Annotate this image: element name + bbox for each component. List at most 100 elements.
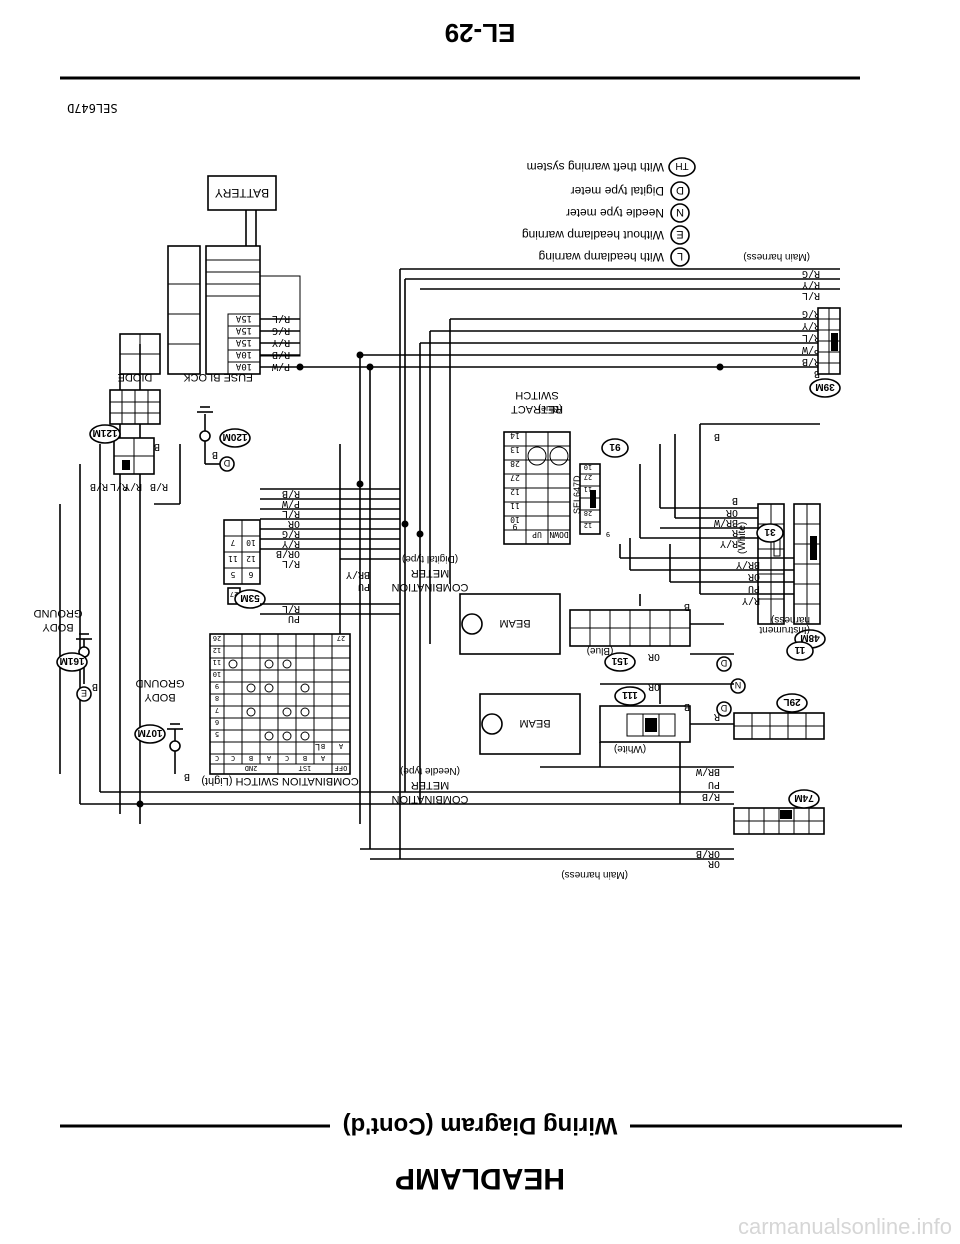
pin-label: 9 — [215, 682, 219, 690]
battery-label: BATTERY — [215, 186, 269, 200]
wire-label: OR — [647, 651, 660, 662]
wire-label: R/L — [802, 332, 820, 343]
marker: D — [223, 458, 230, 468]
pin-label: 11 — [213, 658, 221, 666]
pin-label: A — [266, 754, 271, 762]
blue-label: (Blue) — [587, 645, 614, 656]
wire-label: B — [732, 495, 738, 506]
wire-label: R/Y — [124, 481, 142, 492]
legend-symbol: L — [677, 250, 683, 262]
pin-label: 6 — [215, 718, 219, 726]
pin-label: A — [320, 754, 325, 762]
beam-label: BEAM — [499, 617, 530, 629]
connector-id: 48M — [800, 632, 819, 643]
wire-label: R/L — [802, 290, 820, 301]
connector-120m: 120M — [197, 406, 251, 472]
pin-label: 12 — [510, 487, 520, 496]
wire-label: R/G — [282, 528, 300, 539]
wire-label: R/Y — [802, 320, 820, 331]
legend-text: Digital type meter — [571, 184, 664, 198]
wire-label: BR/W — [713, 517, 738, 528]
wire-label: B — [184, 771, 190, 782]
wire-label: R/B — [282, 488, 300, 499]
pin-label: 7 — [230, 538, 235, 547]
wire-label: PU — [358, 581, 370, 592]
connector-id: 120M — [222, 431, 247, 442]
diode-label: DIODE — [118, 371, 153, 383]
wire-label: R/L — [282, 508, 300, 519]
fuse-rating: 10A — [235, 349, 252, 359]
fuse-rating: 10A — [235, 361, 252, 371]
connector-39m: 39M — [809, 307, 841, 398]
pin-label: 1ST — [298, 764, 311, 772]
pin-label: 8 — [215, 694, 219, 702]
legend-item: TH With theft warning system — [527, 157, 696, 177]
pin-label: B — [321, 742, 325, 750]
pin-label: 12 — [584, 521, 592, 529]
body-ground-label: GROUND — [136, 677, 185, 689]
pin-label: UP — [532, 530, 542, 539]
watermark: carmanualsonline.info — [737, 1214, 952, 1239]
fuse-block: 10A 10A 15A 15A 15A FUSE BLOCK — [119, 245, 301, 383]
connector-id: 74M — [794, 792, 813, 803]
legend-item: L With headlamp warning — [539, 247, 690, 267]
legend-text: Without headlamp warning — [522, 228, 664, 242]
retract-switch-label: SWITCH — [515, 389, 558, 401]
wire-label: B — [714, 431, 720, 442]
pin-label: 5 — [215, 730, 219, 738]
legend-text: Needle type meter — [566, 206, 664, 220]
wire-label: R/B — [802, 356, 820, 367]
wire-label: P/W — [281, 498, 300, 509]
pin-label: 27 — [337, 634, 345, 642]
legend: L With headlamp warning E Without headla… — [522, 157, 696, 267]
instrument-harness-label: harness) — [771, 614, 810, 625]
wire-label: OR/B — [696, 848, 720, 859]
combination-switch-label: COMBINATION SWITCH (Light) — [201, 775, 358, 787]
retract-color: (Blue) — [538, 404, 562, 414]
pin-label: 6 — [248, 570, 253, 579]
wire-label: R/L — [282, 603, 300, 614]
wire-label: OR — [725, 507, 738, 518]
pin-label: C — [215, 754, 219, 762]
meter-label: COMBINATION — [392, 793, 469, 805]
pin-label: 10 — [584, 463, 592, 471]
pin-label: 28 — [584, 509, 592, 517]
wire-label: R/L — [282, 558, 300, 569]
pin-label: 28 — [510, 459, 520, 468]
blue-label: SEL647D — [572, 475, 582, 514]
diode: DIODE 121M — [89, 371, 161, 475]
beam-label: BEAM — [519, 717, 550, 729]
connector-74m: 74M — [733, 789, 825, 835]
pin-label: 10 — [213, 670, 221, 678]
marker: L — [315, 742, 320, 752]
wire-label: OR — [747, 571, 760, 582]
wire-label: B — [684, 601, 690, 612]
legend-text: With theft warning system — [527, 160, 664, 174]
fuse-block-label: FUSE BLOCK — [182, 371, 252, 383]
pin-label: 27 — [584, 473, 592, 481]
white-label: (White) — [614, 743, 646, 754]
fuse-rating: 15A — [235, 313, 252, 323]
wire-label: R/Y — [282, 538, 300, 549]
main-harness-label: (Main harness) — [743, 251, 810, 262]
wire-label: BR/Y — [346, 569, 370, 580]
wire-label: R — [713, 711, 720, 722]
connector-91: 12 28 11 27 10 9 91 SEL647D — [572, 438, 629, 538]
wire-label: OR — [707, 858, 720, 869]
connector-id: 107M — [137, 727, 162, 738]
marker: D — [720, 703, 727, 713]
connector-id: 151 — [611, 655, 628, 666]
connector-id: 39M — [815, 381, 834, 392]
marker: N — [735, 680, 742, 690]
marker: D — [720, 658, 727, 668]
pin-label: 9 — [512, 522, 517, 531]
wire-label: R — [731, 527, 738, 538]
legend-symbol: TH — [675, 160, 688, 171]
pin-label: 14 — [510, 431, 520, 440]
body-ground-label: BODY — [42, 621, 74, 633]
body-ground-label: BODY — [144, 691, 176, 703]
main-harness-label: (Main harness) — [561, 869, 628, 880]
pin-label: 11 — [510, 501, 520, 510]
pin-label: B — [249, 754, 253, 762]
